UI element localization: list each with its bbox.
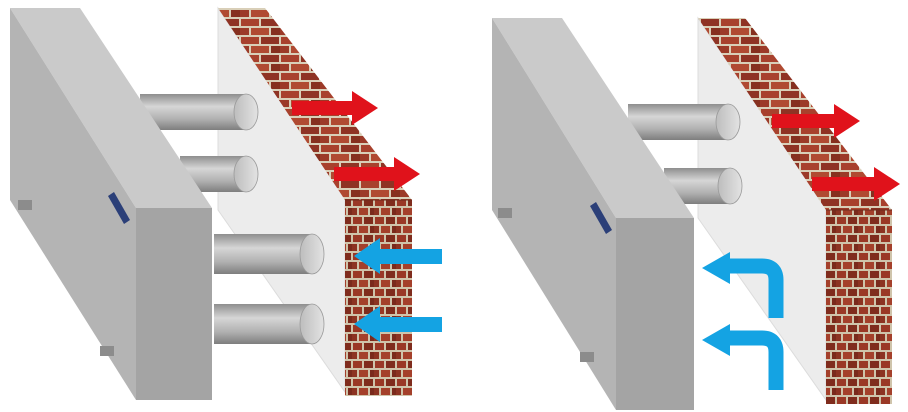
brand-logo (108, 192, 130, 224)
unit-top-face (492, 18, 694, 218)
brick-wall-side (826, 210, 892, 404)
unit-front-face (616, 218, 694, 410)
unit-foot (100, 346, 114, 356)
unit-front-face (136, 208, 212, 400)
brand-logo (590, 202, 612, 234)
brick-wall-side (345, 200, 412, 396)
unit-foot (498, 208, 512, 218)
exhaust-arrow (812, 167, 900, 201)
intake-arrow (354, 238, 442, 274)
intake-arrow (354, 306, 442, 342)
exhaust-arrow (334, 157, 420, 191)
exhaust-arrow (292, 91, 378, 125)
unit-foot (580, 352, 594, 362)
pipe (628, 103, 741, 141)
unit-side-face (10, 8, 136, 400)
pipe (140, 93, 259, 131)
intake-arrow (702, 324, 784, 390)
unit-side-face (492, 18, 616, 410)
pipe (214, 233, 325, 275)
pipe (214, 303, 325, 345)
unit-top-face (10, 8, 212, 208)
exhaust-arrow (772, 104, 860, 138)
unit-foot (18, 200, 32, 210)
intake-arrow (702, 252, 784, 318)
diagram-right (492, 16, 900, 410)
diagram-left (10, 6, 442, 400)
